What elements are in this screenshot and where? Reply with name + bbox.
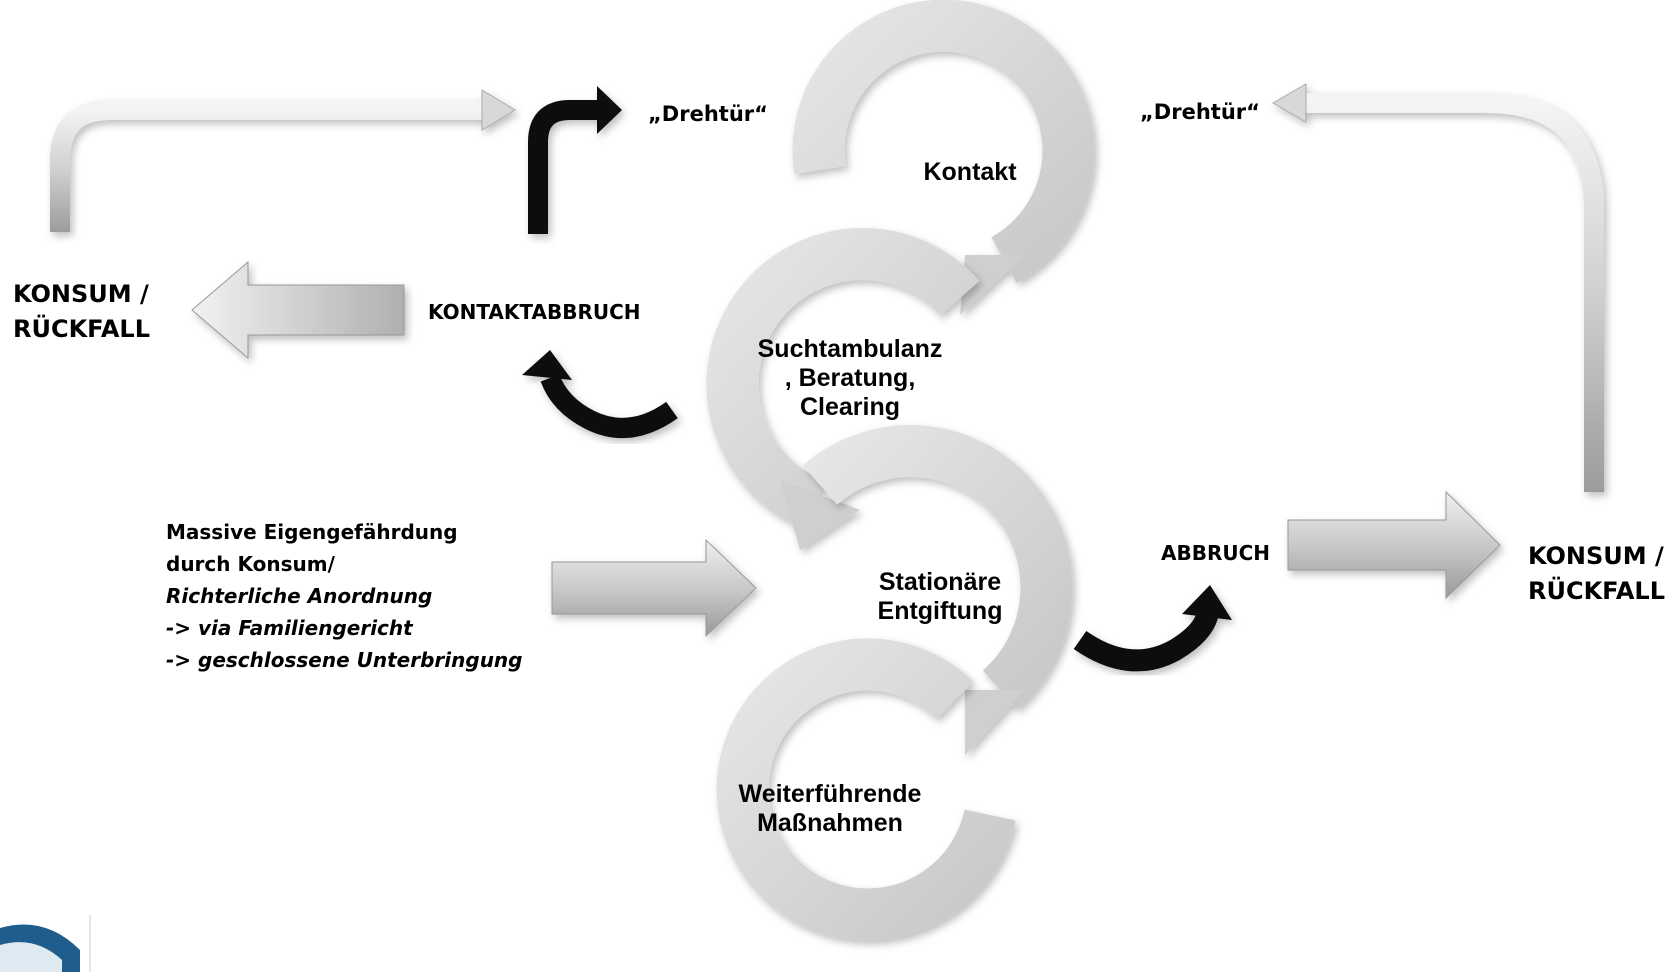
condition-line: Massive Eigengefährdung (166, 520, 458, 544)
right-block-arrow (1287, 490, 1501, 600)
label-drehtuer-left: „Drehtür“ (648, 102, 768, 126)
step-massnahmen: Weiterführende Maßnahmen (738, 780, 922, 837)
condition-line: Richterliche Anordnung (166, 584, 433, 608)
entry-block-arrow (551, 538, 757, 638)
condition-line: -> via Familiengericht (166, 616, 413, 640)
black-arrow-to-kontaktabbruch (522, 350, 678, 438)
cycle-ring-kontakt (792, 0, 1095, 315)
right-revolving-pipe-arrow (1271, 83, 1604, 492)
left-outcome-konsum-rueckfall: KONSUM / RÜCKFALL (13, 280, 150, 343)
label-drehtuer-right: „Drehtür“ (1140, 100, 1260, 124)
black-arrow-to-abbruch (1073, 585, 1232, 672)
label-kontaktabbruch: KONTAKTABBRUCH (428, 300, 641, 324)
left-revolving-pipe-arrow (50, 89, 516, 232)
logo-icon (0, 915, 91, 972)
cycle-ring-massnahmen (716, 638, 1016, 941)
right-outcome-konsum-rueckfall: KONSUM / RÜCKFALL (1528, 542, 1665, 605)
condition-line: -> geschlossene Unterbringung (166, 648, 523, 672)
step-suchtambulanz: Suchtambulanz , Beratung, Clearing (757, 335, 943, 421)
step-kontakt: Kontakt (923, 158, 1017, 186)
left-block-arrow (191, 260, 405, 360)
cycle-ring-entgiftung (802, 425, 1073, 755)
label-abbruch: ABBRUCH (1161, 541, 1271, 565)
black-arrow-to-left-drehtuer (528, 86, 622, 234)
entry-condition: Massive Eigengefährdung durch Konsum/ Ri… (166, 516, 522, 676)
condition-line: durch Konsum/ (166, 552, 335, 576)
cycle-ring-suchtambulanz (706, 228, 980, 550)
step-entgiftung: Stationäre Entgiftung (877, 568, 1003, 625)
